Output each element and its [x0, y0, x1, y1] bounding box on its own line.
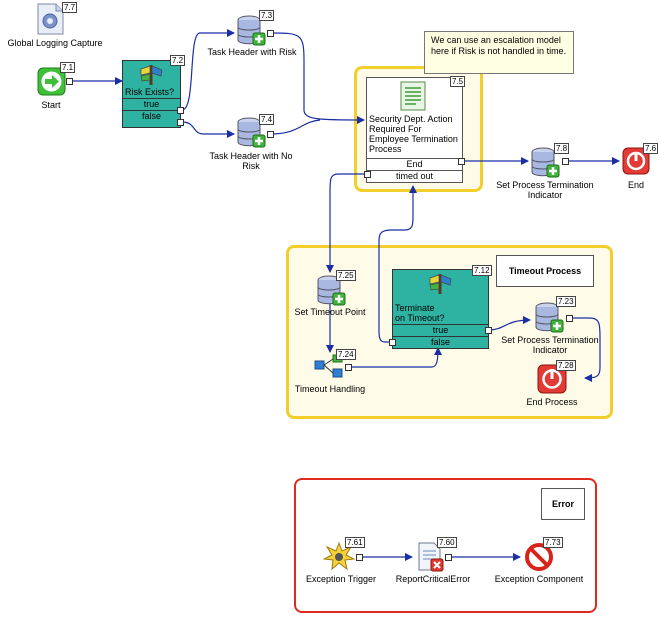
node-label: Exception Trigger — [305, 574, 377, 584]
wire-set-to-end-process — [571, 317, 601, 382]
node-id-tag: 7.25 — [336, 270, 356, 281]
start-arrow-icon — [37, 67, 66, 96]
node-id-tag: 7.23 — [556, 296, 576, 307]
decision-icon — [429, 274, 452, 294]
port[interactable] — [445, 554, 452, 561]
option-false[interactable]: false — [430, 337, 450, 347]
gear-document-icon — [37, 3, 64, 35]
port[interactable] — [356, 554, 363, 561]
wire-terminate-true-to-set — [488, 316, 531, 331]
option-end[interactable]: End — [367, 158, 462, 170]
node-label: ReportCriticalError — [395, 574, 471, 584]
port[interactable] — [177, 119, 184, 126]
node-end[interactable] — [622, 147, 650, 175]
node-global-logging-capture[interactable] — [36, 3, 66, 35]
node-id-tag: 7.6 — [643, 143, 659, 154]
burst-icon — [322, 541, 356, 571]
document-error-icon — [418, 542, 444, 572]
port[interactable] — [485, 327, 492, 334]
node-set-timeout-point[interactable] — [316, 274, 346, 308]
node-id-tag: 7.5 — [450, 76, 466, 87]
node-label: Set Process Termination Indicator — [496, 180, 594, 200]
node-label: Set Process Termination Indicator — [501, 335, 599, 355]
port[interactable] — [267, 131, 274, 138]
group-title-error: Error — [541, 488, 585, 520]
node-label: End — [627, 180, 644, 190]
option-true[interactable]: true — [123, 99, 180, 111]
node-label: Global Logging Capture — [7, 38, 103, 48]
node-id-tag: 7.60 — [437, 537, 457, 548]
node-id-tag: 7.73 — [543, 537, 563, 548]
node-label: Exception Component — [494, 574, 584, 584]
database-add-icon — [535, 302, 564, 333]
node-label: Task Header with Risk — [207, 47, 297, 57]
node-terminate-on-timeout[interactable]: Terminate on Timeout? true false — [392, 269, 489, 349]
node-exception-component[interactable] — [524, 542, 554, 572]
task-form-icon — [400, 81, 426, 111]
port[interactable] — [566, 315, 573, 322]
node-id-tag: 7.61 — [345, 537, 365, 548]
wire-timedout-to-timeout-point — [326, 173, 366, 273]
group-title-timeout-process: Timeout Process — [496, 255, 594, 287]
node-risk-exists[interactable]: Risk Exists? true false — [122, 60, 181, 128]
node-report-critical-error[interactable] — [416, 542, 446, 572]
node-label: Start — [41, 100, 61, 110]
port[interactable] — [389, 339, 396, 346]
option-false[interactable]: false — [141, 111, 161, 121]
node-label: Security Dept. Action Required For Emplo… — [369, 114, 458, 154]
node-id-tag: 7.3 — [259, 10, 275, 21]
wire-risk-true-to-header — [181, 29, 235, 111]
wire-header-norisk-to-security — [269, 119, 321, 135]
node-label: Terminate on Timeout? — [395, 303, 445, 323]
no-entry-icon — [525, 543, 553, 571]
port[interactable] — [562, 158, 569, 165]
database-add-icon — [531, 147, 560, 178]
port[interactable] — [345, 364, 352, 371]
node-id-tag: 7.1 — [60, 62, 76, 73]
node-label: Risk Exists? — [125, 87, 175, 97]
node-security-dept-action[interactable]: Security Dept. Action Required For Emplo… — [366, 77, 463, 183]
option-true[interactable]: true — [393, 325, 488, 337]
stop-icon — [537, 364, 567, 394]
node-id-tag: 7.4 — [259, 114, 275, 125]
annotation-note: We can use an escalation model here if R… — [424, 31, 574, 74]
node-id-tag: 7.8 — [554, 143, 570, 154]
port[interactable] — [364, 171, 371, 178]
node-id-tag: 7.7 — [62, 2, 78, 13]
node-task-header-with-risk[interactable] — [236, 14, 266, 48]
node-id-tag: 7.28 — [556, 360, 576, 371]
node-label: Task Header with No Risk — [209, 151, 293, 171]
decision-icon — [140, 65, 163, 85]
node-set-process-termination-2[interactable] — [534, 301, 564, 335]
option-timed-out[interactable]: timed out — [367, 170, 462, 182]
node-task-header-with-no-risk[interactable] — [236, 116, 266, 150]
node-start[interactable] — [37, 67, 66, 96]
port[interactable] — [177, 107, 184, 114]
port[interactable] — [458, 158, 465, 165]
node-exception-trigger[interactable] — [322, 541, 356, 571]
port[interactable] — [267, 30, 274, 37]
port[interactable] — [66, 78, 73, 85]
node-id-tag: 7.2 — [170, 55, 186, 66]
database-add-icon — [317, 275, 346, 306]
database-add-icon — [237, 117, 266, 148]
node-label: Set Timeout Point — [294, 307, 366, 317]
node-end-process[interactable] — [537, 364, 567, 394]
node-id-tag: 7.12 — [472, 265, 492, 276]
node-label: Timeout Handling — [294, 384, 366, 394]
node-id-tag: 7.24 — [336, 349, 356, 360]
database-add-icon — [237, 15, 266, 46]
stop-icon — [622, 147, 650, 175]
wire-header-risk-to-security — [269, 32, 365, 124]
node-label: End Process — [526, 397, 578, 407]
wire-handling-to-terminate — [346, 347, 442, 368]
node-set-process-termination[interactable] — [530, 146, 560, 180]
wire-terminate-false-to-security — [378, 185, 417, 343]
wire-risk-false-to-header — [181, 121, 235, 138]
